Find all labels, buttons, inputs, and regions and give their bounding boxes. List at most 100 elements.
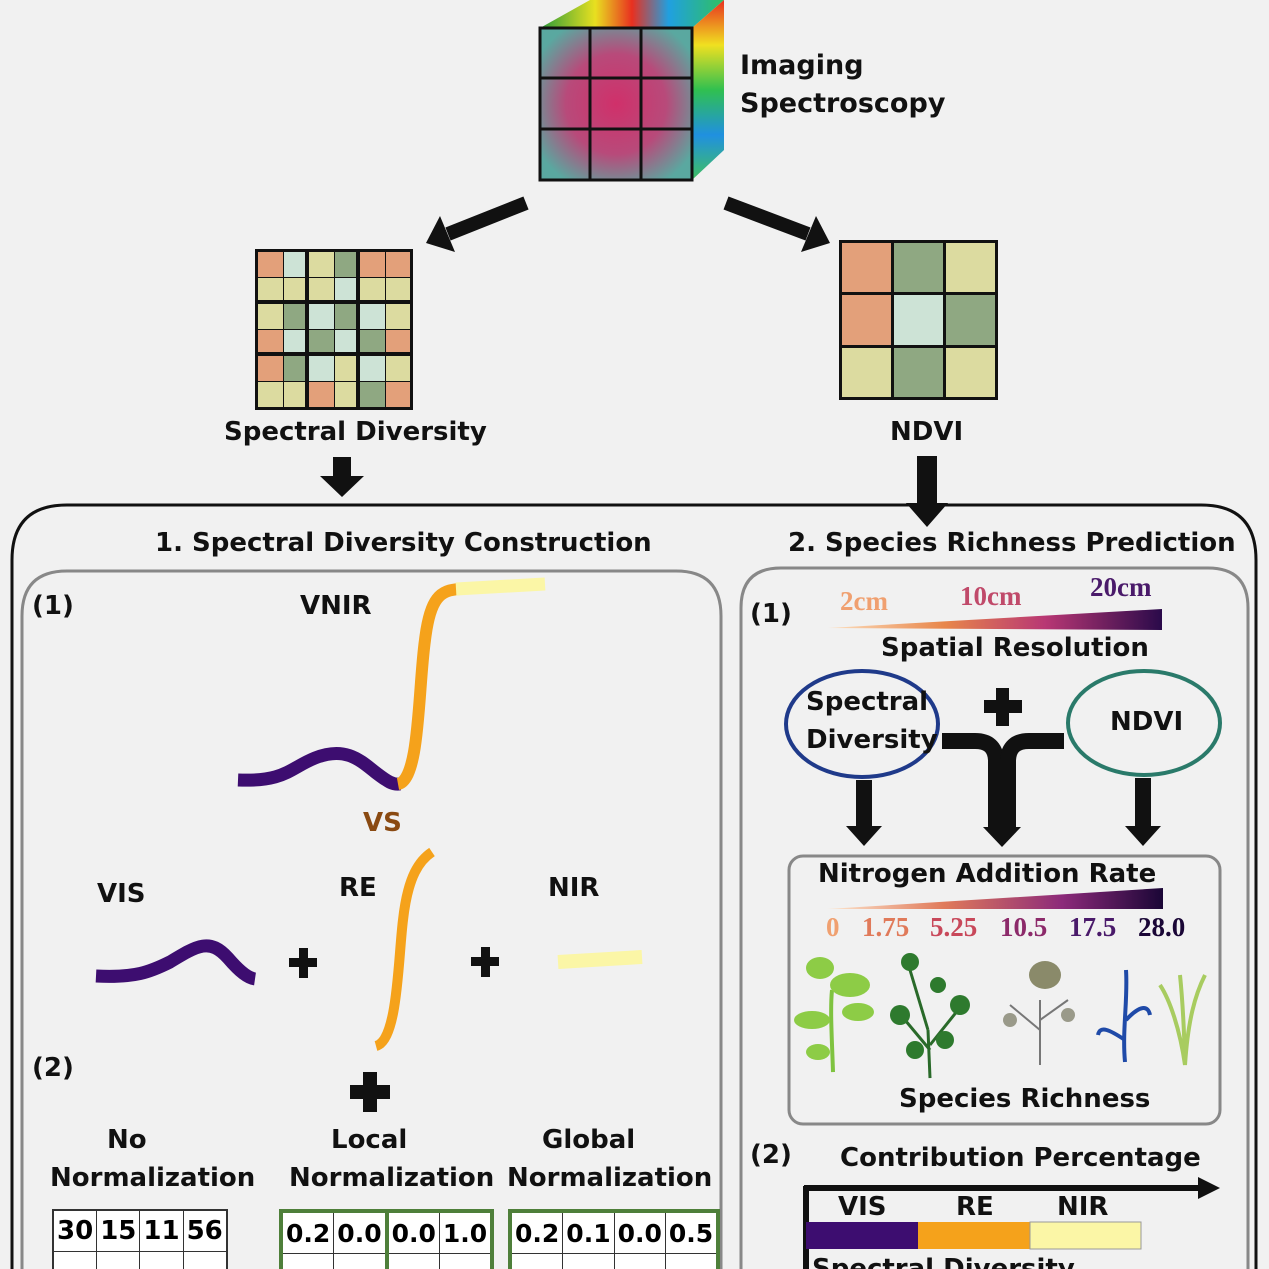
grid-cell [360, 278, 385, 303]
nitrogen-value: 17.5 [1069, 912, 1117, 942]
grid-cell [385, 330, 410, 355]
grid-cell [334, 278, 359, 303]
nitrogen-gradient-bar [827, 888, 1163, 909]
contribution-bar [806, 1221, 1142, 1250]
table-cell: 0.5 [664, 1210, 719, 1254]
plus-icon-re-nir [471, 947, 499, 977]
contribution-re-label: RE [956, 1192, 994, 1222]
global-normalization-line1: Global [542, 1125, 636, 1155]
nitrogen-value: 5.25 [930, 912, 978, 942]
table-cell: 0.0 [386, 1210, 440, 1254]
grid-cell [385, 278, 410, 303]
grid-cell [258, 330, 283, 355]
grid-cell [309, 330, 334, 355]
arrow-down-ndvi [1125, 778, 1161, 846]
no-normalization-table: 30 15 11 56 [52, 1209, 228, 1269]
plant-icon-clover [890, 953, 970, 1079]
grid-cell [309, 382, 334, 407]
vnir-label: VNIR [300, 591, 372, 621]
grid-cell [283, 330, 308, 355]
contribution-bottom-label: Spectral Diversity [812, 1254, 1075, 1269]
ndvi-ellipse [1066, 669, 1222, 777]
imaging-label-1: Imaging [740, 50, 864, 81]
local-normalization-line1: Local [331, 1125, 408, 1155]
grid-cell [283, 304, 308, 329]
nir-label: NIR [548, 873, 600, 903]
table-cell: 0.0 [613, 1210, 666, 1254]
grid-cell [946, 347, 995, 397]
grid-cell [385, 382, 410, 407]
table-cell: 0.1 [562, 1210, 615, 1254]
table-cell: 30 [52, 1209, 98, 1252]
plus-icon-normalization [350, 1072, 390, 1112]
resolution-20cm: 20cm [1090, 572, 1152, 602]
table-cell: 15 [96, 1209, 141, 1252]
contribution-vis-label: VIS [838, 1192, 887, 1222]
no-normalization-line1: No [107, 1125, 147, 1155]
ellipse-spectral-line2: Diversity [806, 725, 938, 755]
nitrogen-box [787, 854, 1222, 1126]
nitrogen-value: 1.75 [862, 912, 910, 942]
vnir-curve [237, 577, 546, 791]
plant-icon-poppy [1003, 961, 1075, 1065]
left-step-1: (1) [32, 591, 74, 621]
plus-icon-vis-re [289, 948, 317, 978]
grid-cell [385, 304, 410, 329]
local-normalization-table: 0.2 0.0 0.0 1.0 [279, 1209, 495, 1269]
left-panel-title: 1. Spectral Diversity Construction [155, 528, 652, 558]
ellipse-spectral-line1: Spectral [806, 687, 929, 717]
contribution-nir-label: NIR [1057, 1192, 1109, 1222]
spatial-resolution-label: Spatial Resolution [881, 633, 1149, 663]
local-normalization-line2: Normalization [289, 1163, 495, 1193]
grid-cell [258, 382, 283, 407]
plant-icon-seedling [794, 957, 874, 1073]
re-curve [373, 847, 435, 1051]
spectral-diversity-label: Spectral Diversity [224, 417, 487, 447]
grid-cell [309, 356, 334, 381]
arrow-to-spectral-diversity [426, 196, 529, 252]
arrow-down-left [320, 457, 364, 497]
table-cell: 1.0 [438, 1210, 493, 1254]
spectral-diversity-grid [255, 249, 413, 410]
left-inner-panel-border [20, 569, 723, 1269]
grid-cell [842, 347, 891, 397]
table-cell: 11 [139, 1209, 184, 1252]
combine-connector [942, 733, 1064, 847]
nitrogen-value: 10.5 [1000, 912, 1048, 942]
grid-cell [360, 304, 385, 329]
arrow-to-ndvi [723, 196, 830, 252]
grid-cell [309, 278, 334, 303]
grid-cell [360, 382, 385, 407]
vis-curve [95, 939, 257, 986]
nitrogen-value: 28.0 [1138, 912, 1186, 942]
table-cell: 0.2 [280, 1210, 335, 1254]
contribution-title: Contribution Percentage [840, 1143, 1201, 1173]
grid-cell [360, 330, 385, 355]
grid-cell [385, 252, 410, 277]
imaging-label-2: Spectroscopy [740, 88, 946, 119]
right-panel-title: 2. Species Richness Prediction [788, 528, 1236, 558]
right-inner-panel-border [739, 566, 1250, 1269]
vs-label: VS [363, 808, 402, 838]
grid-cell [360, 252, 385, 277]
ndvi-grid [839, 240, 998, 400]
global-normalization-table: 0.2 0.1 0.0 0.5 [508, 1209, 721, 1269]
arrow-down-spectral [846, 780, 882, 846]
grid-cell [946, 295, 995, 345]
grid-cell [309, 252, 334, 277]
grid-cell [894, 295, 943, 345]
nitrogen-title: Nitrogen Addition Rate [818, 859, 1157, 889]
grid-cell [283, 356, 308, 381]
grid-cell [334, 304, 359, 329]
grid-cell [842, 295, 891, 345]
table-cell: 0.2 [509, 1210, 564, 1254]
grid-cell [894, 347, 943, 397]
ellipse-ndvi-label: NDVI [1110, 707, 1184, 737]
right-step-2: (2) [750, 1140, 792, 1170]
grid-cell [894, 243, 943, 293]
plant-icon-grass-blue [1096, 969, 1152, 1063]
left-step-2: (2) [32, 1053, 74, 1083]
grid-cell [385, 356, 410, 381]
